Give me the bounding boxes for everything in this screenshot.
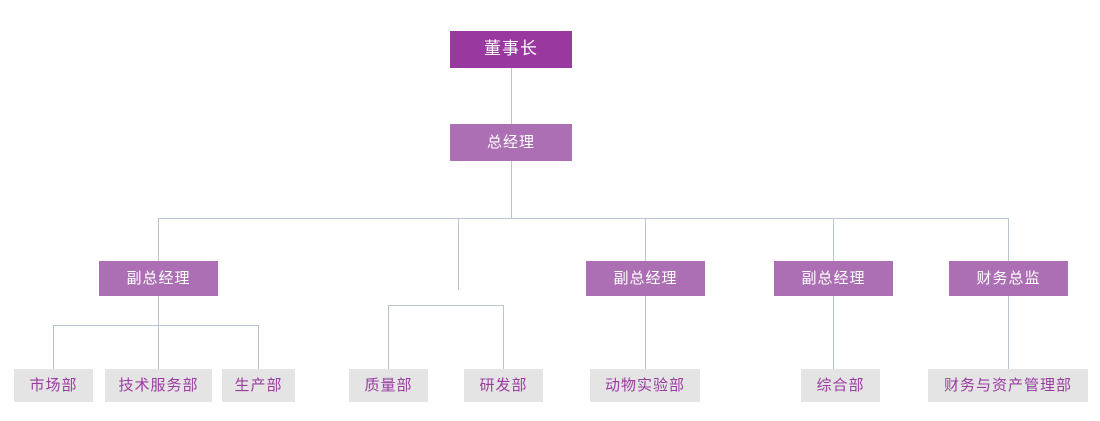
connector-bus-to-deputy1: [158, 218, 159, 261]
connector-gm-to-bus: [511, 161, 512, 218]
connector-deputy1-subbus: [53, 325, 259, 326]
node-deputy-gm-1[interactable]: 副总经理: [99, 261, 218, 296]
node-chairman[interactable]: 董事长: [450, 31, 572, 68]
connector-subbus-to-production: [258, 325, 259, 369]
node-dept-marketing[interactable]: 市场部: [14, 369, 93, 402]
connector-deputy2-subbus: [388, 305, 504, 306]
connector-deputy1-to-subbus: [158, 296, 159, 325]
node-general-manager[interactable]: 总经理: [450, 124, 572, 161]
node-cfo[interactable]: 财务总监: [949, 261, 1068, 296]
connector-bus-to-cfo: [1008, 218, 1009, 261]
connector-subbus-to-marketing: [53, 325, 54, 369]
connector-bus-to-deputy2: [458, 218, 459, 290]
connector-cfo-to-finance-asset: [1008, 296, 1009, 369]
connector-bus-to-deputy4: [833, 218, 834, 261]
node-dept-general-affairs[interactable]: 综合部: [801, 369, 880, 402]
connector-chairman-to-gm: [511, 68, 512, 124]
node-dept-production[interactable]: 生产部: [222, 369, 295, 402]
connector-main-bus: [158, 218, 1009, 219]
node-dept-tech-service[interactable]: 技术服务部: [105, 369, 212, 402]
node-dept-animal-lab[interactable]: 动物实验部: [590, 369, 700, 402]
node-dept-finance-asset[interactable]: 财务与资产管理部: [928, 369, 1088, 402]
node-deputy-gm-2[interactable]: 副总经理: [586, 261, 705, 296]
node-deputy-gm-3[interactable]: 副总经理: [774, 261, 893, 296]
node-dept-rd[interactable]: 研发部: [464, 369, 543, 402]
node-dept-quality[interactable]: 质量部: [349, 369, 428, 402]
connector-bus-to-deputy3: [645, 218, 646, 261]
connector-deputy3-to-animal-lab: [645, 296, 646, 369]
connector-deputy4-to-general-affairs: [833, 296, 834, 369]
connector-subbus-to-quality: [388, 305, 389, 369]
connector-subbus-to-rd: [503, 305, 504, 369]
connector-subbus-to-tech-service: [158, 325, 159, 369]
